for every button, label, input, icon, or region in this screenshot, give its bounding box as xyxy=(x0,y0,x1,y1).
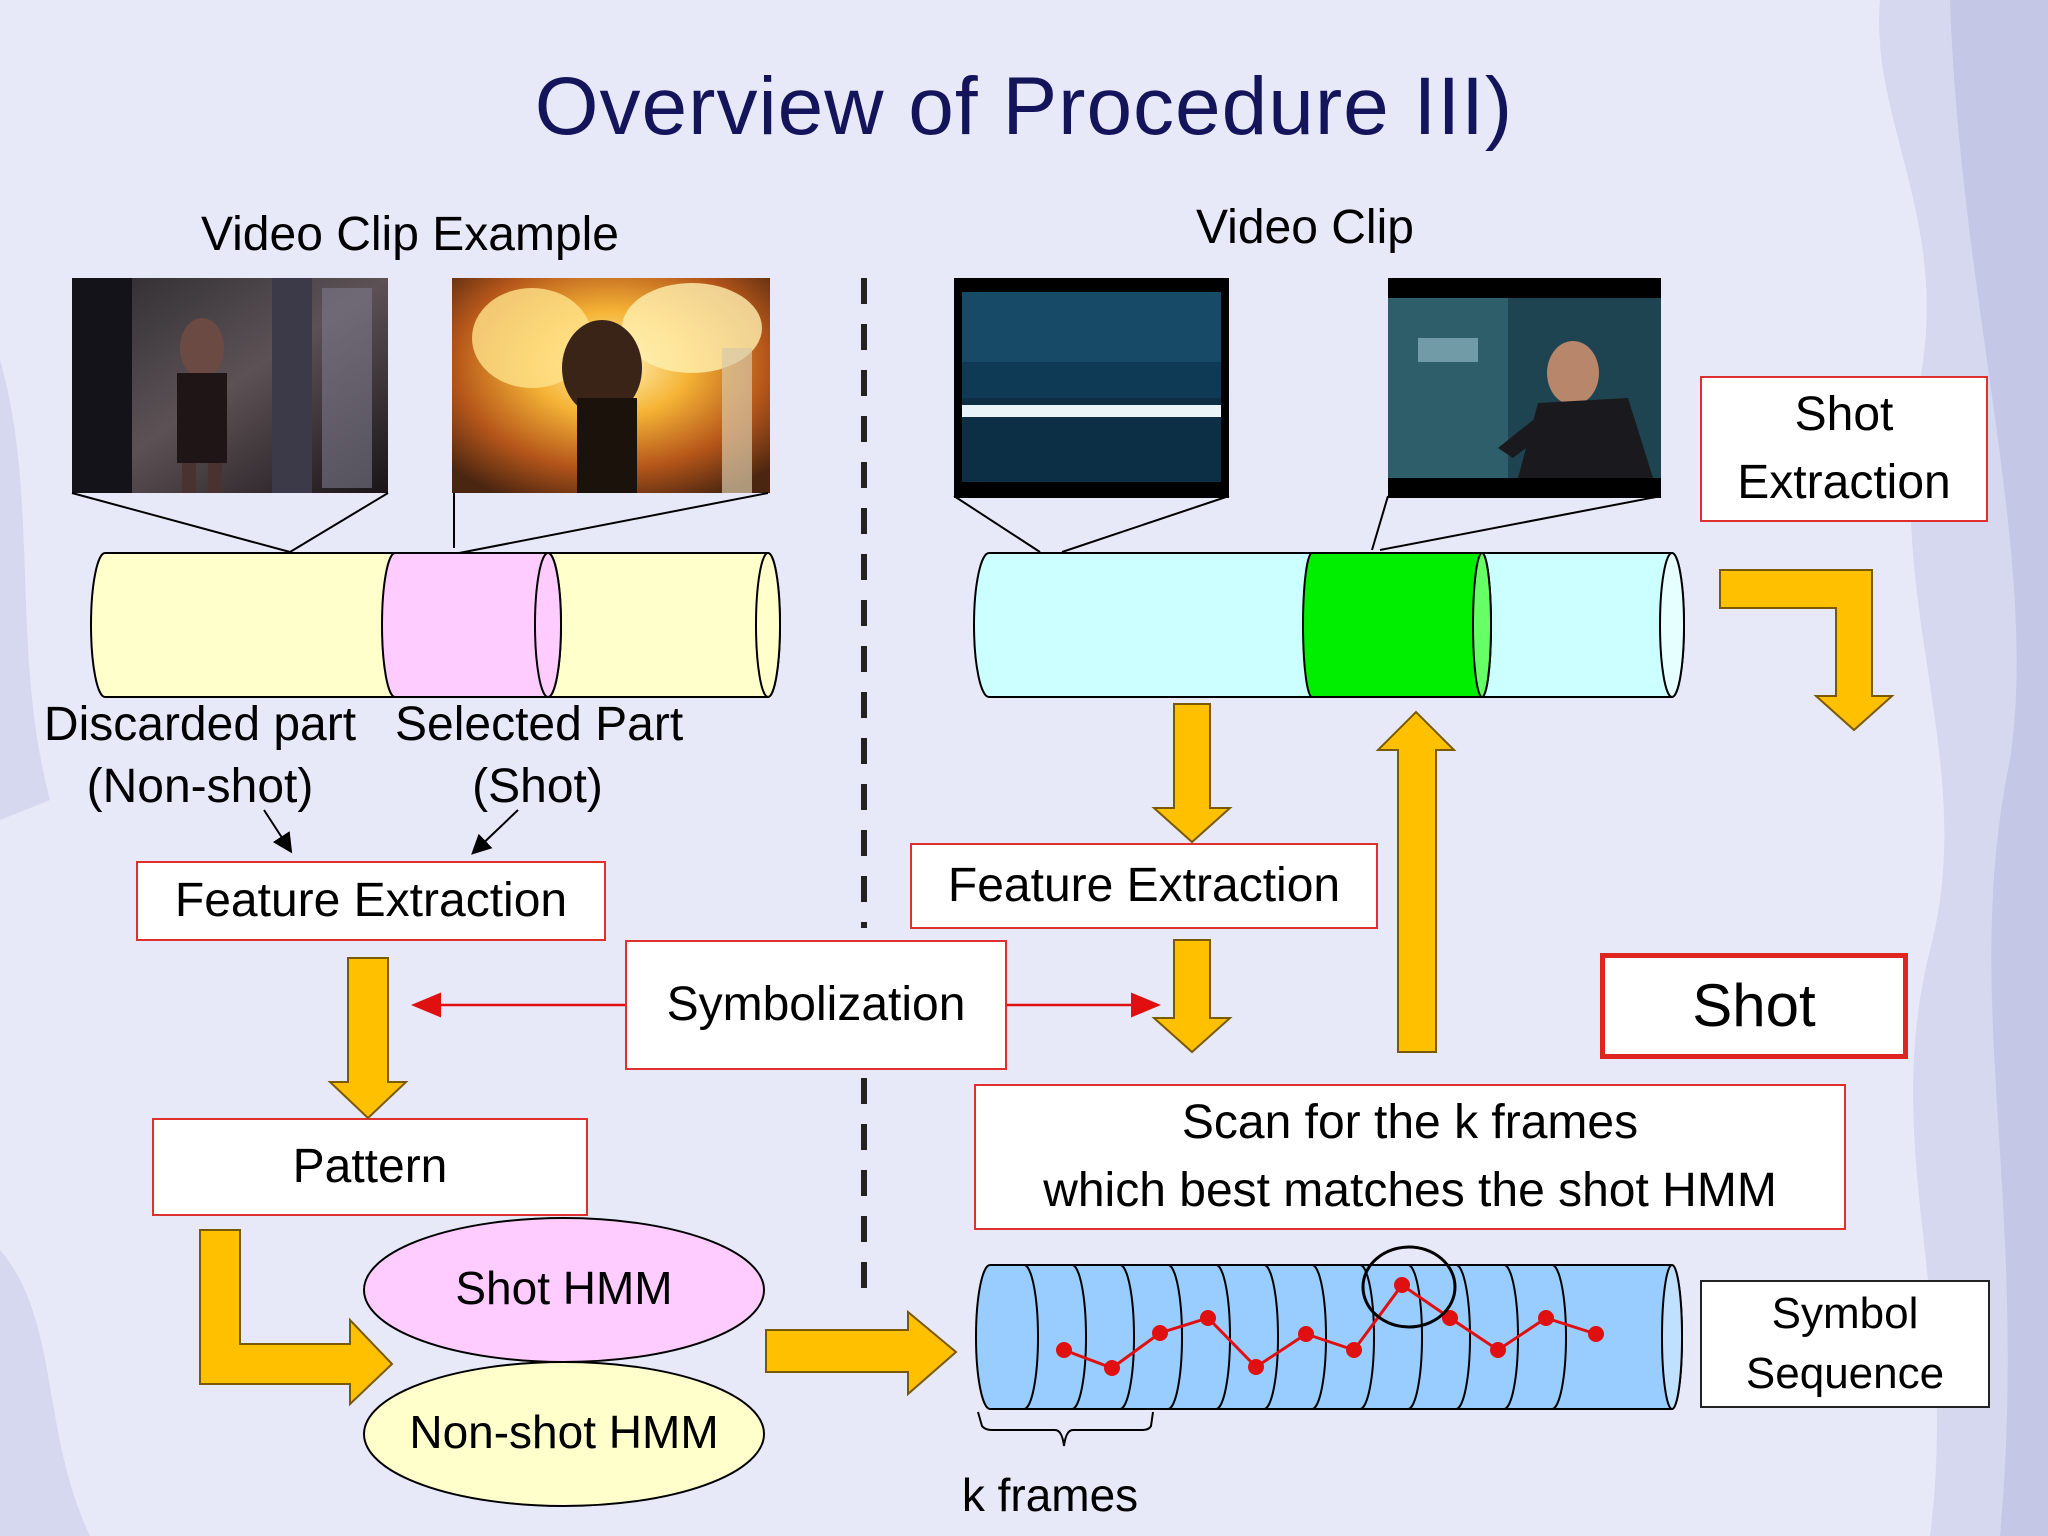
arrow-right-to-sequence xyxy=(765,1309,958,1397)
scan-line1: Scan for the k frames xyxy=(1181,1096,1639,1149)
selected-label: Selected Part xyxy=(395,698,684,751)
clip-frame-1 xyxy=(954,278,1229,498)
arrow-bent-shot-extraction xyxy=(1719,569,1895,732)
k-frames-label: k frames xyxy=(961,1469,1139,1521)
shot-label: Shot xyxy=(1692,972,1816,1039)
scan-box: Scan for the k frames which best matches… xyxy=(974,1084,1846,1230)
scan-line2: which best matches the shot HMM xyxy=(1043,1164,1777,1217)
symbol-sequence-line xyxy=(1063,1282,1597,1370)
example-frame-nonshot xyxy=(72,278,388,493)
arrow-down-right-2 xyxy=(1151,939,1233,1054)
symbol-sequence-line2: Sequence xyxy=(1745,1349,1945,1398)
shot-extraction-line2: Extraction xyxy=(1737,456,1951,509)
clip-frame-2 xyxy=(1388,278,1661,498)
dashed-divider xyxy=(861,278,867,1290)
shot-hmm-label: Shot HMM xyxy=(455,1262,673,1314)
symbol-sequence-line1: Symbol xyxy=(1771,1289,1919,1338)
selected-sublabel: (Shot) xyxy=(472,760,603,813)
discarded-label: Discarded part xyxy=(43,698,357,751)
left-feature-extraction-label: Feature Extraction xyxy=(174,874,568,927)
right-heading: Video Clip xyxy=(1196,201,1414,254)
discarded-sublabel: (Non-shot) xyxy=(86,760,314,813)
hmm-ellipses xyxy=(363,1217,765,1507)
arrow-up-to-shot xyxy=(1375,710,1457,1053)
peak-highlight-circle xyxy=(1361,1245,1457,1329)
left-heading: Video Clip Example xyxy=(200,208,619,261)
arrow-down-left xyxy=(327,957,409,1120)
right-feature-extraction-box: Feature Extraction xyxy=(910,843,1378,929)
page-title: Overview of Procedure III) xyxy=(534,61,1514,152)
shot-extraction-line1: Shot xyxy=(1794,388,1894,441)
symbol-sequence-box: Symbol Sequence xyxy=(1700,1280,1990,1408)
arrow-bent-to-hmm xyxy=(199,1229,394,1407)
left-pointer-arrows xyxy=(263,809,519,855)
nonshot-hmm-label: Non-shot HMM xyxy=(409,1406,719,1458)
left-video-cylinder xyxy=(71,492,781,698)
pattern-box: Pattern xyxy=(152,1118,588,1216)
symbolization-box: Symbolization xyxy=(625,940,1007,1070)
arrow-down-right-1 xyxy=(1151,703,1233,844)
k-frames-brace xyxy=(977,1411,1154,1447)
shot-box: Shot xyxy=(1600,953,1908,1059)
pattern-label: Pattern xyxy=(292,1140,448,1193)
shot-extraction-box: Shot Extraction xyxy=(1700,376,1988,522)
nonshot-hmm-ellipse xyxy=(363,1361,765,1507)
right-feature-extraction-label: Feature Extraction xyxy=(947,859,1341,912)
example-frame-shot xyxy=(452,278,770,493)
left-feature-extraction-box: Feature Extraction xyxy=(136,861,606,941)
symbolization-label: Symbolization xyxy=(666,978,966,1031)
